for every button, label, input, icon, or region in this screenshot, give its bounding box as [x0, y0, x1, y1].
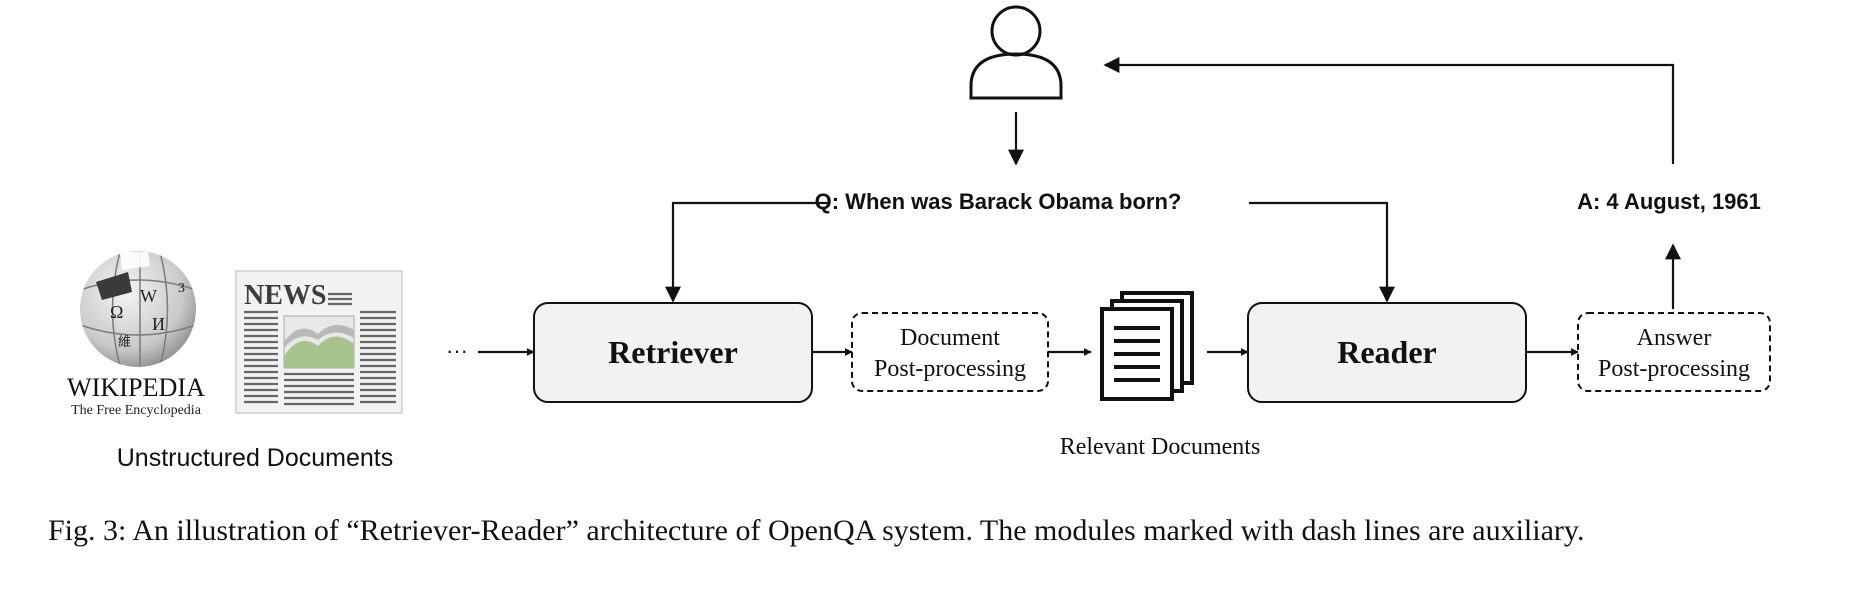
- newspaper-icon: NEWS: [235, 270, 403, 414]
- globe-glyph: W: [140, 286, 157, 306]
- answer-text: A: 4 August, 1961: [1577, 189, 1761, 214]
- arrow-answer-to-user: [1103, 57, 1675, 164]
- relevant-documents-icon: [1100, 291, 1194, 401]
- unstructured-documents-label: Unstructured Documents: [117, 444, 394, 472]
- document-postprocessing-label-line2: Post-processing: [874, 356, 1026, 382]
- reader-label: Reader: [1337, 334, 1437, 370]
- wikipedia-tagline: The Free Encyclopedia: [71, 403, 202, 418]
- answer-postprocessing-box: [1577, 312, 1771, 392]
- more-sources-ellipsis: ···: [446, 338, 468, 363]
- globe-glyph: 維: [118, 334, 131, 349]
- document-postprocessing-label-line1: Document: [900, 325, 1000, 351]
- question-text: Q: When was Barack Obama born?: [815, 189, 1182, 214]
- globe-glyph: И: [152, 314, 165, 334]
- figure-caption: Fig. 3: An illustration of “Retriever-Re…: [48, 514, 1585, 547]
- globe-missing-piece-shape: [96, 272, 132, 300]
- user-icon: [969, 5, 1063, 100]
- wikipedia-logo: Ω W И 3 維: [80, 251, 196, 367]
- globe-glyph: Ω: [110, 302, 123, 322]
- arrow-question-to-reader: [1249, 201, 1395, 303]
- answer-postprocessing-label-line2: Post-processing: [1598, 356, 1750, 382]
- answer-postprocessing-label-line1: Answer: [1637, 325, 1712, 351]
- relevant-documents-label: Relevant Documents: [1060, 434, 1261, 460]
- arrow-question-to-retriever: [665, 201, 830, 303]
- wikipedia-wordmark: WIKIPEDIA: [67, 373, 205, 402]
- globe-glyph: 3: [178, 281, 185, 296]
- newspaper-masthead: NEWS: [244, 280, 326, 311]
- retriever-label: Retriever: [608, 334, 738, 370]
